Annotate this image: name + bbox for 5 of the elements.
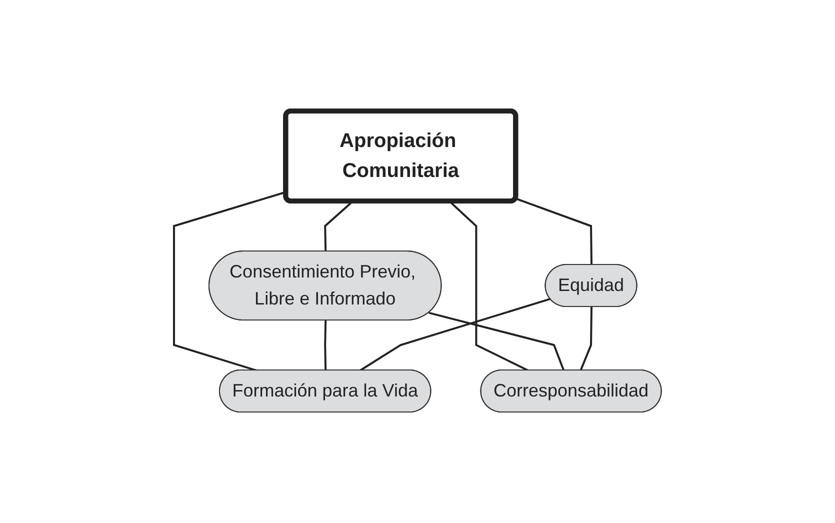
connector: [359, 298, 550, 372]
connector: [428, 312, 565, 371]
connector: [580, 306, 592, 371]
connector: [324, 320, 326, 371]
connector: [515, 198, 592, 266]
